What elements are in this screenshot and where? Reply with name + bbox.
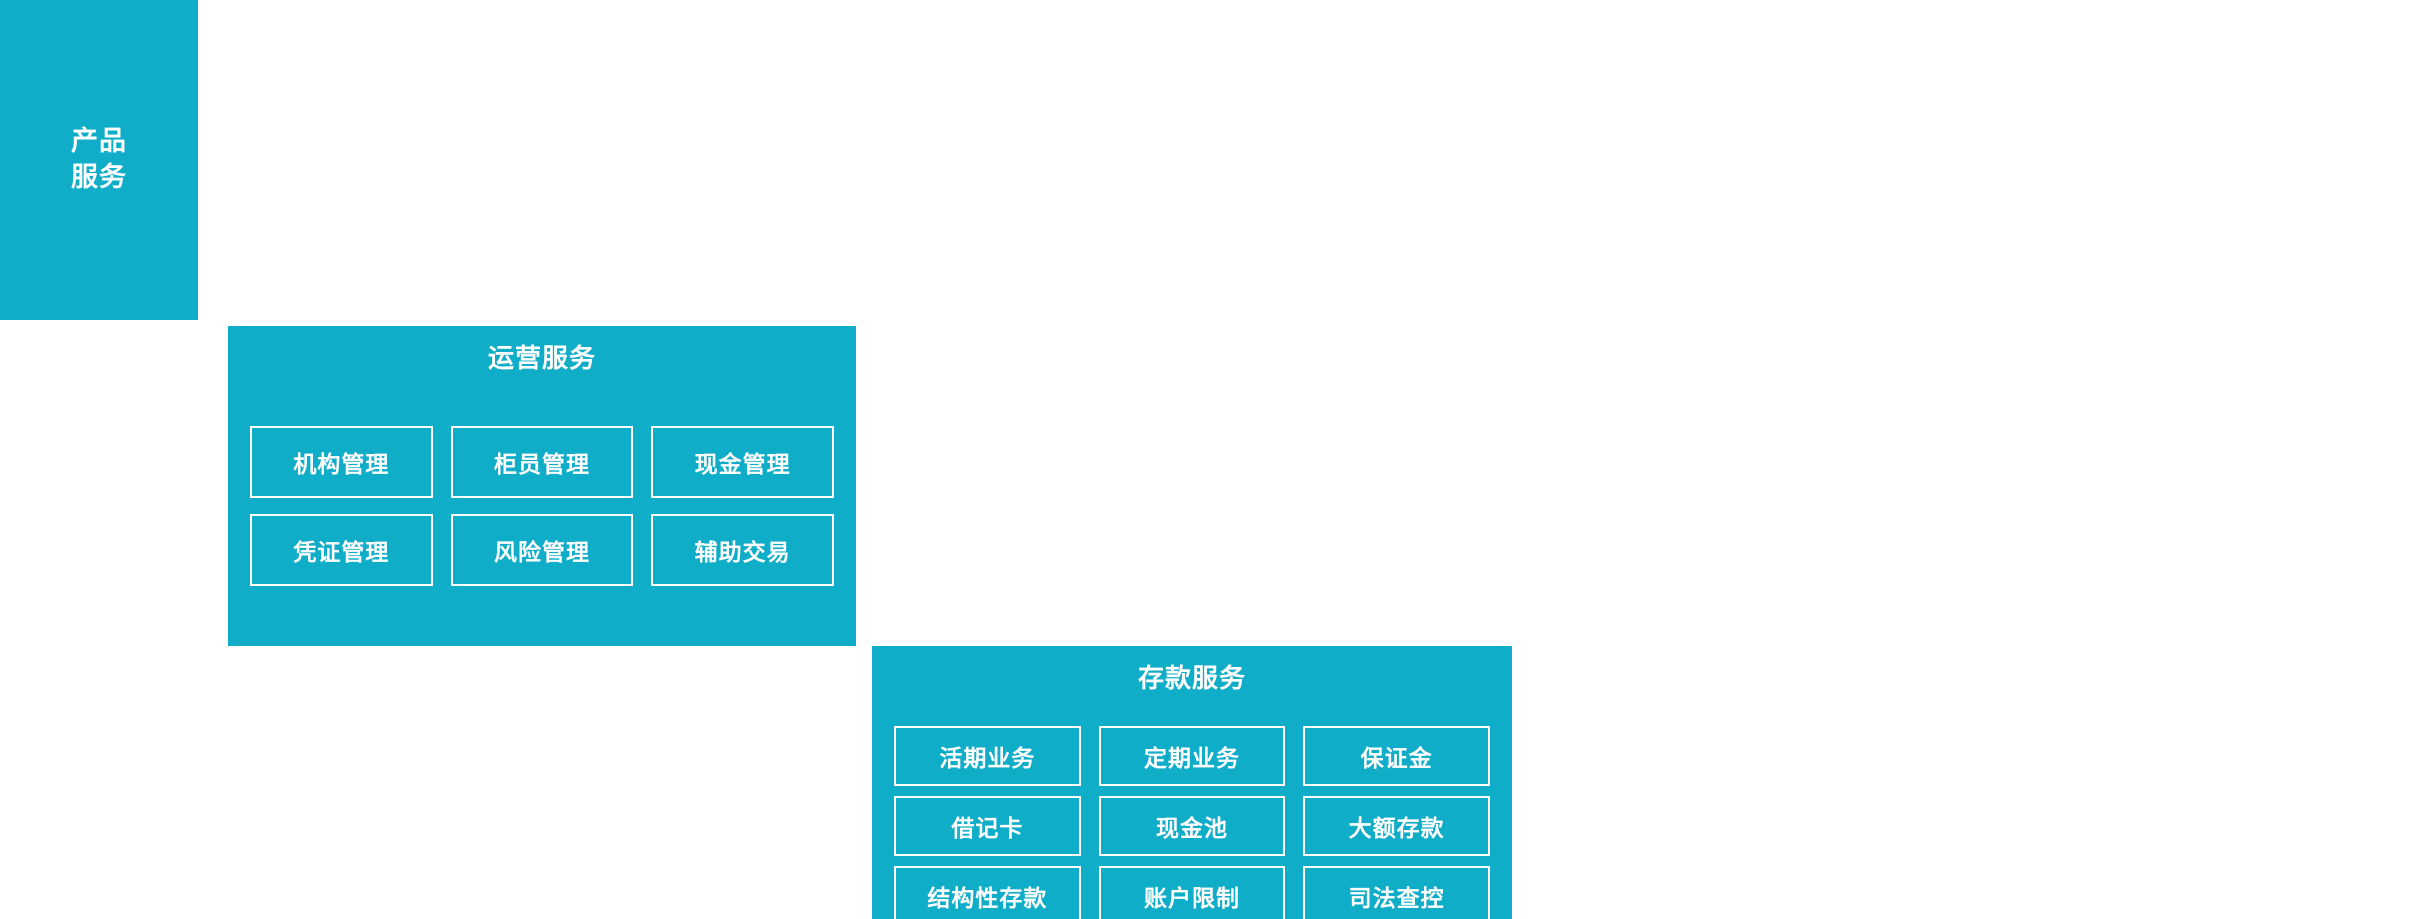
group-operation-services: 运营服务 机构管理 柜员管理 现金管理 凭证管理 风险管理 辅助交易 bbox=[228, 326, 856, 646]
cell-demand-deposit[interactable]: 活期业务 bbox=[894, 725, 1081, 786]
cell-auxiliary-transaction[interactable]: 辅助交易 bbox=[651, 513, 835, 586]
cell-org-management[interactable]: 机构管理 bbox=[250, 425, 433, 498]
cell-risk-management[interactable]: 风险管理 bbox=[450, 513, 634, 586]
cell-cash-management[interactable]: 现金管理 bbox=[651, 425, 835, 498]
layer-rail-product-services: 产品 服务 bbox=[0, 0, 198, 320]
group-title-operation-services: 运营服务 bbox=[487, 343, 596, 373]
cell-structured-deposit[interactable]: 结构性存款 bbox=[894, 865, 1081, 919]
rail-product-line1: 产品 bbox=[71, 126, 127, 157]
cell-margin-deposit[interactable]: 保证金 bbox=[1303, 725, 1491, 786]
cell-teller-management[interactable]: 柜员管理 bbox=[450, 425, 634, 498]
deposit-services-row-3: 结构性存款 账户限制 司法查控 bbox=[894, 865, 1491, 919]
deposit-services-row-1: 活期业务 定期业务 保证金 bbox=[894, 725, 1491, 786]
cell-judicial-inquiry-control[interactable]: 司法查控 bbox=[1303, 865, 1491, 919]
cell-account-restriction[interactable]: 账户限制 bbox=[1098, 865, 1286, 919]
cell-voucher-management[interactable]: 凭证管理 bbox=[250, 513, 433, 586]
operation-services-row-1: 机构管理 柜员管理 现金管理 bbox=[250, 425, 835, 498]
cell-time-deposit[interactable]: 定期业务 bbox=[1098, 725, 1286, 786]
operation-services-row-2: 凭证管理 风险管理 辅助交易 bbox=[250, 513, 835, 586]
cell-large-deposit[interactable]: 大额存款 bbox=[1303, 795, 1491, 856]
group-title-deposit-services: 存款服务 bbox=[1137, 663, 1246, 693]
deposit-services-row-2: 借记卡 现金池 大额存款 bbox=[894, 795, 1491, 856]
rail-product-line2: 服务 bbox=[71, 162, 127, 192]
cell-cash-pool[interactable]: 现金池 bbox=[1098, 795, 1286, 856]
cell-debit-card[interactable]: 借记卡 bbox=[894, 795, 1081, 856]
group-deposit-services: 存款服务 活期业务 定期业务 保证金 借记卡 现金池 大额存款 结构性存款 账户… bbox=[872, 646, 1512, 919]
